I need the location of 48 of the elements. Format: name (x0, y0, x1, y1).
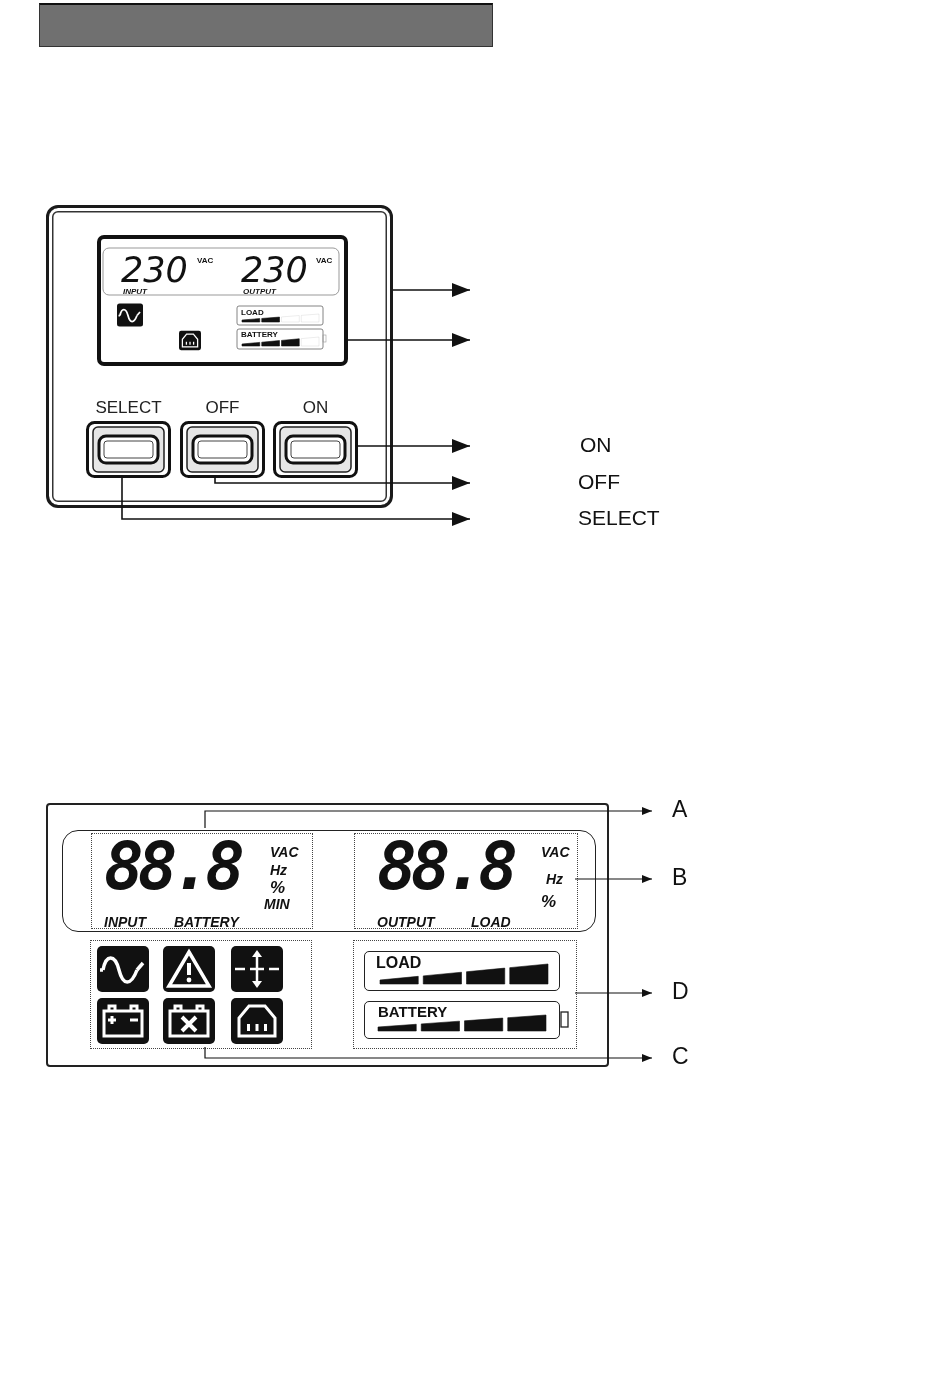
unit-label: VAC (541, 845, 570, 859)
readout-label: OUTPUT (243, 288, 276, 296)
unit-label: VAC (197, 257, 214, 265)
readout-label: LOAD (471, 915, 511, 929)
display-band (62, 830, 596, 932)
unit-label: VAC (316, 257, 333, 265)
readout-label: BATTERY (174, 915, 239, 929)
arrow (214, 474, 471, 490)
lcd-reading: 88.8 (104, 834, 239, 900)
button-label: SELECT (94, 399, 163, 416)
unit-label: % (541, 893, 557, 910)
control-panel (46, 205, 393, 508)
readout-label: OUTPUT (377, 915, 435, 929)
unit-label: VAC (270, 845, 299, 859)
unit-label: Hz (270, 863, 288, 877)
unit-label: % (270, 879, 286, 896)
arrow (574, 989, 653, 997)
arrow (204, 807, 653, 829)
lcd-reading: 230 (121, 253, 188, 288)
arrow (392, 283, 471, 297)
readout-label: INPUT (123, 288, 147, 296)
callout-label: B (672, 866, 696, 892)
digit-readout-area (91, 833, 313, 929)
readout-label: INPUT (104, 915, 146, 929)
callout-label: A (672, 798, 696, 824)
status-icon-area (90, 940, 312, 1049)
button-label: OFF (204, 399, 241, 416)
callout-label: D (672, 980, 696, 1006)
bar-graph-box (364, 951, 560, 991)
callout-label: OFF (578, 471, 638, 495)
button-label: ON (301, 399, 330, 416)
digit-readout-area (354, 833, 578, 929)
arrow (574, 875, 653, 883)
bar-graph-area (353, 940, 577, 1049)
bar-graph-label: BATTERY (378, 1004, 448, 1019)
lcd-panel-outline (46, 803, 609, 1067)
unit-label: MIN (264, 897, 290, 911)
arrow (204, 1046, 653, 1062)
callout-label: C (672, 1045, 696, 1071)
callout-label: ON (580, 434, 640, 458)
callout-label: SELECT (578, 507, 678, 531)
unit-label: Hz (546, 872, 564, 886)
bar-graph-label: LOAD (376, 955, 422, 971)
lcd-screen (97, 235, 348, 366)
bar-graph-label: LOAD (241, 309, 264, 317)
bar-graph-label: BATTERY (241, 331, 278, 339)
lcd-reading: 88.8 (377, 834, 512, 900)
lcd-reading: 230 (241, 253, 308, 288)
